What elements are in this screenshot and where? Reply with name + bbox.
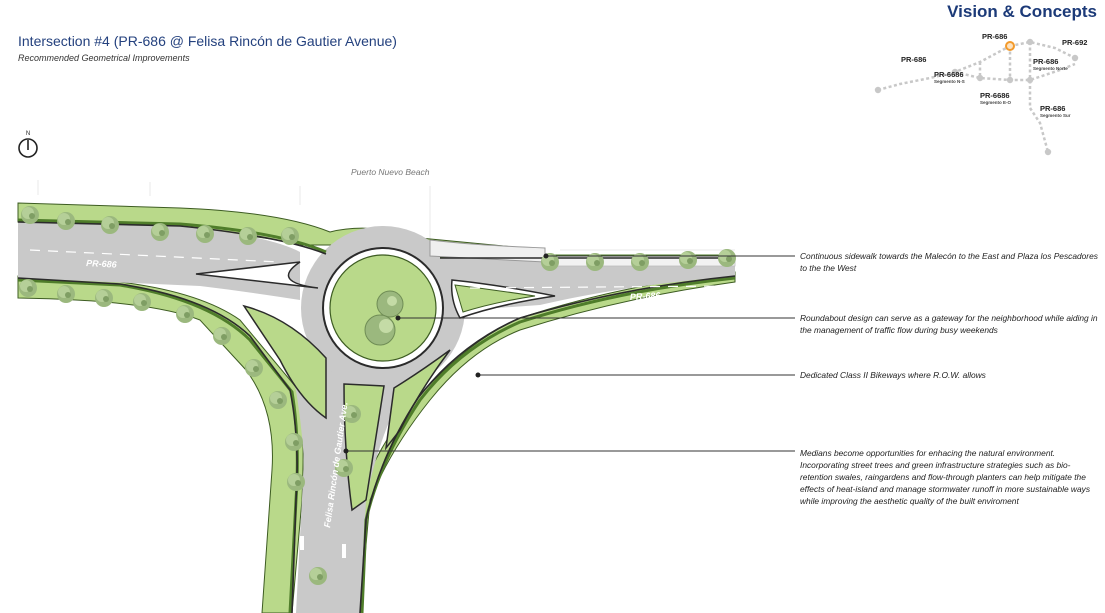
callout-medians: Medians become opportunities for enhacin… bbox=[800, 448, 1091, 506]
callout-leaders bbox=[346, 255, 795, 452]
intersection-subtitle: Recommended Geometrical Improvements bbox=[18, 53, 190, 63]
callout-dots bbox=[343, 253, 549, 454]
key-map-sublabel: Segmento Norte bbox=[1033, 66, 1068, 71]
key-map-label: PR-686 bbox=[901, 55, 926, 64]
road-network bbox=[17, 202, 736, 613]
key-map: PR-686 PR-692 PR-686 PR-6686 Segmento N-… bbox=[874, 32, 1087, 156]
road-label-west: PR-686 bbox=[86, 258, 118, 270]
key-map-label: PR-686 bbox=[1033, 57, 1058, 66]
key-map-label: PR-686 bbox=[1040, 104, 1065, 113]
key-map-routes bbox=[877, 40, 1076, 153]
callout-roundabout: Roundabout design can serve as a gateway… bbox=[800, 313, 1098, 335]
road-label-east: PR-686 bbox=[630, 290, 662, 302]
key-map-sublabel: Segmento Sur bbox=[1040, 113, 1071, 118]
key-map-label: PR-6686 bbox=[934, 70, 964, 79]
key-map-sublabel: Segmento N-S bbox=[934, 79, 965, 84]
key-map-highlight-icon bbox=[1005, 41, 1015, 51]
beach-label: Puerto Nuevo Beach bbox=[351, 167, 430, 177]
callout-sidewalk: Continuous sidewalk towards the Malecón … bbox=[800, 251, 1098, 273]
key-map-label: PR-692 bbox=[1062, 38, 1087, 47]
north-label: N bbox=[26, 131, 30, 137]
key-map-sublabel: Segmento E-O bbox=[980, 100, 1012, 105]
key-map-nodes bbox=[874, 38, 1079, 156]
property-lines bbox=[37, 180, 735, 251]
callout-bikeways: Dedicated Class II Bikeways where R.O.W.… bbox=[800, 370, 986, 380]
key-map-label: PR-6686 bbox=[980, 91, 1010, 100]
intersection-title: Intersection #4 (PR-686 @ Felisa Rincón … bbox=[18, 33, 397, 49]
north-arrow-icon: N bbox=[18, 131, 38, 158]
roundabout-trees bbox=[364, 290, 404, 346]
key-map-label: PR-686 bbox=[982, 32, 1007, 41]
page-header-title: Vision & Concepts bbox=[947, 2, 1097, 21]
